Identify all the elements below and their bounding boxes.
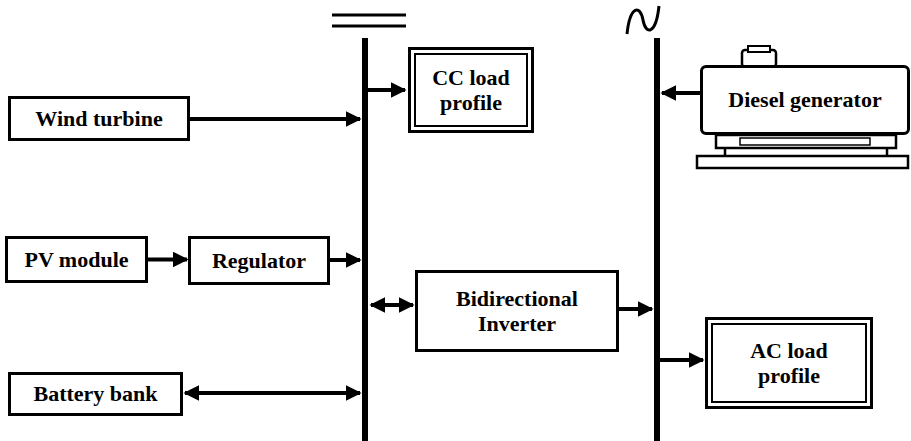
ac-bus <box>654 38 660 441</box>
wire-arrow <box>660 358 703 362</box>
generator-base <box>740 138 870 145</box>
generator-body: Diesel generator <box>700 65 910 135</box>
node-label: Bidirectional Inverter <box>426 286 608 337</box>
generator-base <box>697 156 908 168</box>
wire-arrow <box>662 91 700 95</box>
regulator-box: Regulator <box>188 236 330 285</box>
wire-arrow <box>368 88 405 92</box>
dc-symbol <box>332 14 406 17</box>
node-label: PV module <box>24 247 128 272</box>
node-label: AC load profile <box>722 338 856 389</box>
node-label: Battery bank <box>33 381 157 406</box>
dc-bus <box>362 38 368 441</box>
wire-arrow <box>371 303 413 307</box>
wire-arrow <box>190 117 360 121</box>
wire-arrow <box>185 391 360 395</box>
generator-base <box>724 148 727 156</box>
source-box: PV module <box>5 236 148 283</box>
connector-arrow <box>148 258 187 262</box>
node-label: Regulator <box>212 248 306 273</box>
wire-arrow <box>330 258 360 262</box>
node-label: Diesel generator <box>728 87 881 112</box>
dc-symbol <box>332 25 406 28</box>
node-label: Wind turbine <box>35 106 162 131</box>
load-box: CC load profile <box>408 47 534 133</box>
ac-symbol <box>627 6 659 34</box>
inverter-box: Bidirectional Inverter <box>415 270 619 352</box>
source-box: Wind turbine <box>8 96 190 141</box>
node-label: CC load profile <box>419 65 523 116</box>
load-box: AC load profile <box>705 317 873 409</box>
storage-box: Battery bank <box>8 372 183 416</box>
generator-cap <box>748 46 770 52</box>
generator-base <box>716 135 896 148</box>
generator-base <box>886 148 889 156</box>
